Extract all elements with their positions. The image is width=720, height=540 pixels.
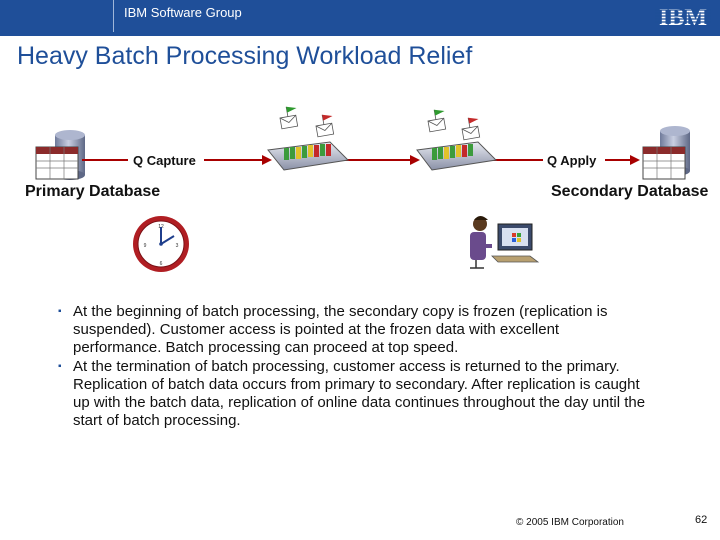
svg-text:6: 6 — [160, 261, 163, 267]
q-apply-label: Q Apply — [547, 153, 597, 168]
send-queue-icon — [267, 141, 350, 171]
user-at-computer-icon — [470, 216, 540, 269]
slide-title: Heavy Batch Processing Workload Relief — [17, 42, 473, 70]
page-number: 62 — [695, 514, 708, 526]
secondary-database-label: Secondary Database — [551, 183, 709, 200]
svg-text:9: 9 — [144, 243, 147, 249]
bullet-text: At the termination of batch processing, … — [73, 357, 646, 430]
capture-label-bg — [128, 151, 204, 169]
header-bar: IBM Software Group IBM — [0, 0, 720, 36]
bullet-text: At the beginning of batch processing, th… — [73, 303, 608, 357]
bullet-item: ▪ At the beginning of batch processing, … — [58, 303, 648, 358]
svg-text:IBM: IBM — [659, 5, 707, 30]
secondary-database-icon — [642, 126, 690, 180]
ibm-logo-icon: IBM — [655, 5, 711, 30]
bullet-marker-icon: ▪ — [58, 306, 62, 317]
primary-database-icon — [35, 130, 85, 180]
clock-icon: 123 69 — [133, 216, 189, 272]
apply-label-bg — [543, 151, 605, 169]
group-name: IBM Software Group — [124, 5, 242, 20]
bullet-item: ▪ At the termination of batch processing… — [58, 358, 648, 431]
copyright: © 2005 IBM Corporation — [516, 517, 624, 528]
receive-queue-icon — [416, 141, 498, 171]
header-divider — [113, 0, 114, 32]
primary-database-label: Primary Database — [25, 183, 161, 200]
envelope-icon — [279, 106, 481, 141]
bullet-list: ▪ At the beginning of batch processing, … — [58, 303, 648, 430]
svg-text:3: 3 — [176, 243, 179, 249]
bullet-marker-icon: ▪ — [58, 360, 62, 372]
q-capture-label: Q Capture — [133, 153, 196, 168]
